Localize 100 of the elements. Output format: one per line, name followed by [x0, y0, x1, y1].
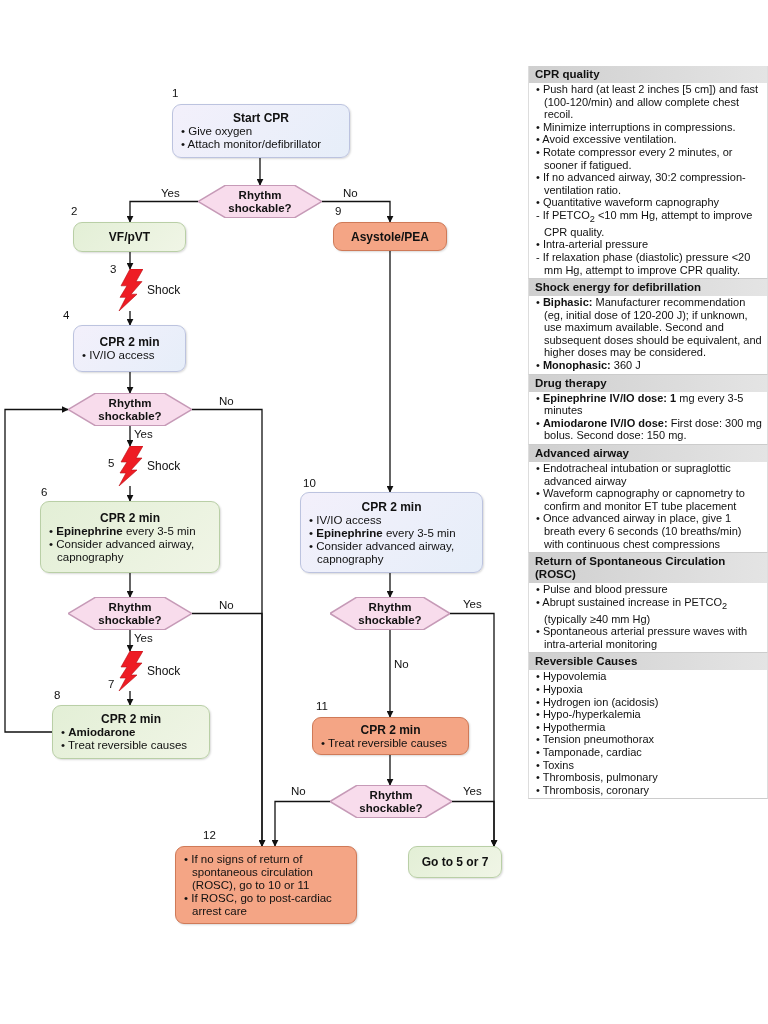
arrow — [256, 157, 264, 186]
box-heading: VF/pVT — [107, 230, 152, 244]
process-box — [73, 222, 186, 252]
step-number: 11 — [316, 700, 328, 712]
bullet-text: • Minimize interruptions in compressions. — [535, 120, 737, 134]
box-heading: CPR 2 min — [99, 510, 161, 525]
box-heading: Start CPR — [232, 111, 290, 125]
bullet-text: • Biphasic: Manufacturer recommendation (eg, initial dose of 120-200 J); if unknown, use maximum available. Second and subsequent doses should be equivalent, and higher doses may be considered. — [535, 296, 763, 360]
bullet-text: • IV/IO access — [309, 513, 383, 527]
bullet-text: • Epinephrine IV/IO dose: 1 mg every 3-5 minutes — [535, 391, 745, 417]
decision-text: Rhythm shockable? — [227, 188, 293, 215]
bullet-text: • Avoid excessive ventilation. — [535, 133, 678, 146]
edge-label: Yes — [160, 187, 181, 200]
bullet-text: • Thrombosis, coronary — [535, 783, 651, 797]
bullet-text: • Waveform capnography or capnometry to confirm and monitor ET tube placement — [535, 487, 746, 513]
info-section — [528, 374, 768, 446]
decision-text: Rhythm shockable? — [97, 396, 163, 423]
shock-label: Shock — [147, 459, 181, 473]
arrow — [271, 800, 331, 847]
bullet-text: • Endotracheal intubation or supraglottic advanced airway — [535, 462, 732, 488]
info-section — [528, 553, 768, 654]
section-header: Advanced airway — [529, 445, 767, 463]
bullet-text: • Epinephrine every 3-5 min — [49, 524, 197, 538]
bullet-text: • Tension pneumothorax — [535, 733, 655, 746]
edge-label: No — [290, 785, 307, 798]
arrow — [126, 200, 199, 223]
process-box — [333, 222, 447, 251]
step-number: 1 — [172, 87, 179, 99]
arrow — [126, 690, 134, 706]
step-number: 3 — [110, 263, 117, 275]
process-box — [73, 325, 186, 372]
bullet-text: • Amiodarone IV/IO dose: First dose: 300 mg bolus. Second dose: 150 mg. — [535, 416, 763, 443]
section-header: CPR quality — [529, 66, 767, 83]
arrow — [126, 485, 134, 502]
decision-text: Rhythm shockable? — [358, 788, 424, 815]
bullet-text: • If no advanced airway, 30:2 compression-ventilation ratio. — [535, 171, 747, 197]
box-heading: Asystole/PEA — [350, 229, 430, 244]
edge-label: Yes — [133, 632, 154, 645]
bullet-text: • Once advanced airway in place, give 1 breath every 6 seconds (10 breaths/min) with continuous chest compressions — [535, 512, 743, 551]
step-number: 12 — [203, 829, 216, 841]
process-box — [408, 846, 502, 878]
bullet-text: • Abrupt sustained increase in PETCO$_{2}$ (typically ≥40 mm Hg) — [535, 595, 729, 626]
box-heading: CPR 2 min — [98, 335, 161, 349]
arrow — [386, 250, 394, 493]
bullet-text: • Hypo-/hyperkalemia — [535, 708, 642, 721]
decision-hexagon — [68, 393, 192, 426]
bullet-text: - If relaxation phase (diastolic) pressure <20 mm Hg, attempt to improve CPR quality. — [535, 250, 752, 277]
decision-text: Rhythm shockable? — [97, 600, 163, 627]
bullet-text: • Treat reversible causes — [321, 736, 449, 750]
section-header: Reversible Causes — [529, 653, 767, 671]
bullet-text: • Consider advanced airway, capnography — [49, 537, 196, 564]
bullet-text: • Hypothermia — [535, 720, 607, 734]
step-number: 8 — [54, 689, 61, 701]
process-box — [40, 501, 220, 573]
bullet-text: • Push hard (at least 2 inches [5 cm]) and fast (100-120/min) and allow complete chest recoil. — [535, 83, 760, 121]
step-number: 2 — [71, 205, 78, 217]
bullet-text: • Monophasic: 360 J — [535, 359, 642, 372]
step-number: 4 — [63, 309, 70, 321]
step-number: 5 — [108, 457, 115, 469]
decision-text: Rhythm shockable? — [357, 600, 423, 627]
arrow — [4, 406, 69, 733]
arrow — [451, 800, 498, 847]
bullet-text: • Toxins — [535, 758, 575, 772]
edge-label: No — [393, 658, 410, 671]
box-heading: CPR 2 min — [359, 722, 422, 737]
bullet-text: - If PETCO$_{2}$ <10 mm Hg, attempt to improve CPR quality. — [535, 208, 754, 239]
box-heading: Go to 5 or 7 — [420, 855, 490, 869]
edge-label: No — [342, 187, 359, 200]
step-number: 10 — [303, 477, 316, 489]
decision-hexagon — [68, 597, 192, 630]
arrow — [321, 200, 394, 223]
bullet-text: • Treat reversible causes — [61, 739, 189, 752]
arrow — [126, 572, 134, 598]
process-box — [52, 705, 210, 759]
edge-label: Yes — [462, 598, 483, 611]
arrow — [386, 754, 394, 786]
decision-hexagon — [330, 597, 450, 630]
bullet-text: • Consider advanced airway, capnography — [309, 539, 456, 566]
process-box — [300, 492, 483, 573]
bullet-text: • Quantitative waveform capnography — [535, 196, 720, 209]
bullet-text: • Thrombosis, pulmonary — [535, 771, 659, 784]
decision-hexagon — [330, 785, 452, 818]
bullet-text: • Intra-arterial pressure — [535, 238, 650, 251]
info-section — [528, 445, 768, 554]
arrow — [126, 310, 134, 326]
arrow — [126, 629, 134, 652]
bullet-text: • Amiodarone — [61, 726, 137, 739]
arrow — [126, 371, 134, 394]
info-section — [528, 66, 768, 280]
edge-label: No — [218, 395, 235, 408]
bullet-text: • If ROSC, go to post-cardiac arrest care — [184, 891, 333, 918]
bullet-text: • Attach monitor/defibrillator — [181, 138, 323, 151]
step-number: 6 — [41, 486, 48, 498]
section-header: Return of Spontaneous Circulation (ROSC) — [529, 553, 767, 584]
bullet-text: • Rotate compressor every 2 minutes, or sooner if fatigued. — [535, 145, 734, 172]
arrow — [191, 612, 266, 847]
arrow — [126, 251, 134, 270]
bullet-text: • Spontaneous arterial pressure waves with intra-arterial monitoring — [535, 625, 749, 651]
bullet-text: • If no signs of return of spontaneous circulation (ROSC), go to 10 or 11 — [184, 852, 314, 892]
bullet-text: • Epinephrine every 3-5 min — [309, 526, 457, 540]
